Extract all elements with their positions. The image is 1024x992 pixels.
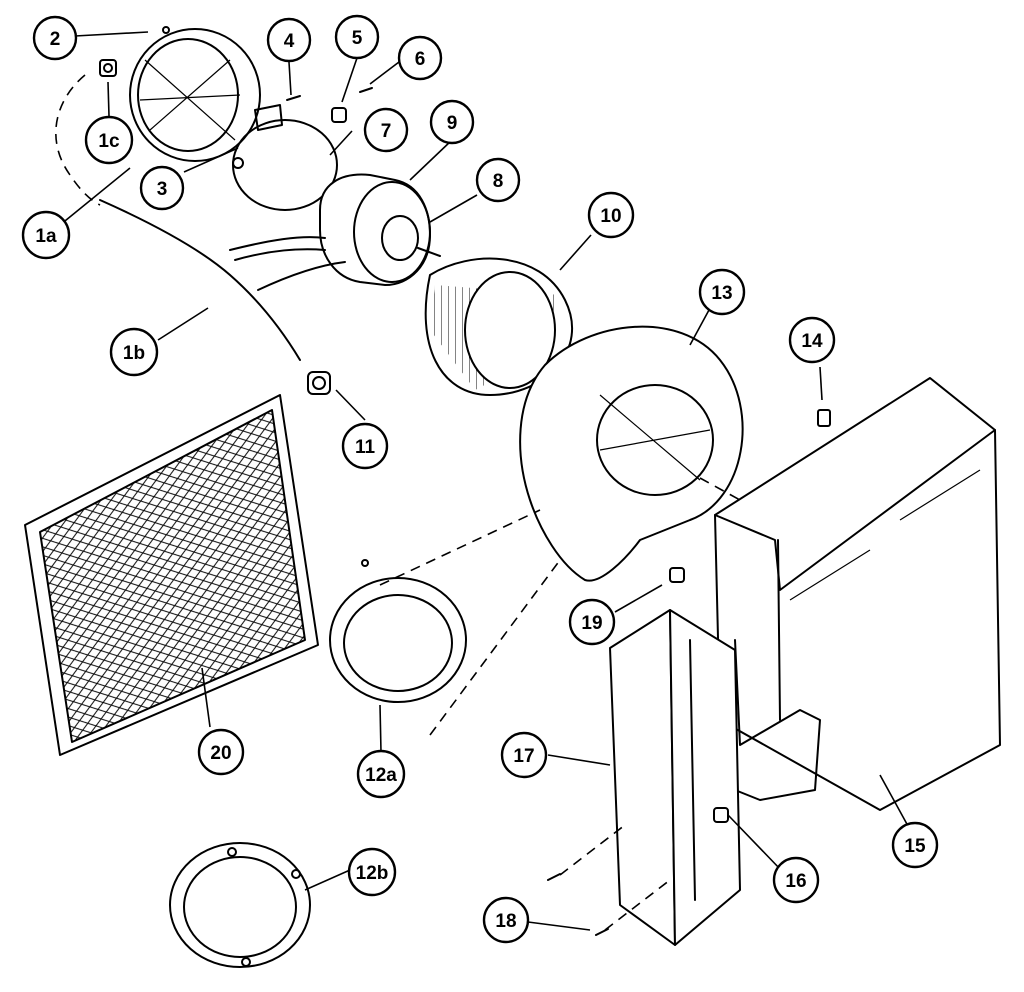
callout-label: 6 bbox=[415, 49, 426, 70]
callout-label: 1c bbox=[98, 131, 120, 152]
callout-label: 3 bbox=[157, 179, 168, 200]
blower-housing-part bbox=[519, 325, 744, 582]
callout-label: 15 bbox=[904, 836, 926, 857]
callout-3: 3 bbox=[139, 165, 185, 211]
callout-11: 11 bbox=[341, 422, 389, 470]
callout-7: 7 bbox=[363, 107, 409, 153]
nut-part-1c bbox=[99, 59, 117, 77]
callout-1b: 1b bbox=[109, 327, 159, 377]
callout-label: 4 bbox=[284, 31, 295, 52]
callout-9: 9 bbox=[429, 99, 475, 145]
callout-2: 2 bbox=[32, 15, 78, 61]
mounting-ring-part bbox=[129, 26, 261, 162]
callout-1c: 1c bbox=[84, 115, 134, 165]
callout-label: 12b bbox=[356, 863, 389, 884]
callout-13: 13 bbox=[698, 268, 746, 316]
nut-part-11 bbox=[307, 371, 331, 395]
callout-15: 15 bbox=[891, 821, 939, 869]
callout-6: 6 bbox=[397, 35, 443, 81]
callout-label: 8 bbox=[493, 171, 504, 192]
callout-label: 5 bbox=[352, 28, 363, 49]
blower-motor-part bbox=[229, 173, 441, 291]
callout-label: 1b bbox=[123, 343, 145, 364]
callout-4: 4 bbox=[266, 17, 312, 63]
callout-17: 17 bbox=[500, 731, 548, 779]
spring-part bbox=[99, 199, 301, 361]
callout-label: 13 bbox=[711, 283, 732, 304]
callout-19: 19 bbox=[568, 598, 616, 646]
small-hardware bbox=[286, 87, 373, 123]
callout-label: 1a bbox=[35, 226, 57, 247]
inlet-ring-12b bbox=[169, 842, 311, 968]
callout-1a: 1a bbox=[21, 210, 71, 260]
callout-12a: 12a bbox=[356, 749, 406, 799]
leader-lines bbox=[59, 31, 909, 931]
rod-path-1a bbox=[55, 74, 101, 206]
callout-label: 19 bbox=[581, 613, 602, 634]
callout-label: 10 bbox=[600, 206, 621, 227]
callout-label: 2 bbox=[50, 29, 61, 50]
callout-20: 20 bbox=[197, 728, 245, 776]
callout-14: 14 bbox=[788, 316, 836, 364]
callout-16: 16 bbox=[772, 856, 820, 904]
callout-label: 14 bbox=[801, 331, 823, 352]
front-panel-part bbox=[609, 609, 741, 946]
callout-18: 18 bbox=[482, 896, 530, 944]
callout-label: 9 bbox=[447, 113, 458, 134]
callout-12b: 12b bbox=[347, 847, 397, 897]
callout-label: 18 bbox=[495, 911, 516, 932]
callout-10: 10 bbox=[587, 191, 635, 239]
callout-label: 11 bbox=[355, 437, 376, 458]
motor-bracket-part bbox=[232, 104, 338, 211]
callout-8: 8 bbox=[475, 157, 521, 203]
callout-5: 5 bbox=[334, 14, 380, 60]
alignment-lines bbox=[379, 477, 741, 931]
callout-label: 12a bbox=[365, 765, 397, 786]
inlet-ring-12a bbox=[329, 559, 467, 703]
cabinet-enclosure-part bbox=[714, 377, 1001, 811]
air-filter-part bbox=[24, 394, 319, 756]
callout-label: 7 bbox=[381, 121, 392, 142]
callout-label: 20 bbox=[210, 743, 231, 764]
callout-label: 17 bbox=[513, 746, 534, 767]
callout-label: 16 bbox=[785, 871, 806, 892]
blower-wheel-part bbox=[424, 257, 574, 396]
